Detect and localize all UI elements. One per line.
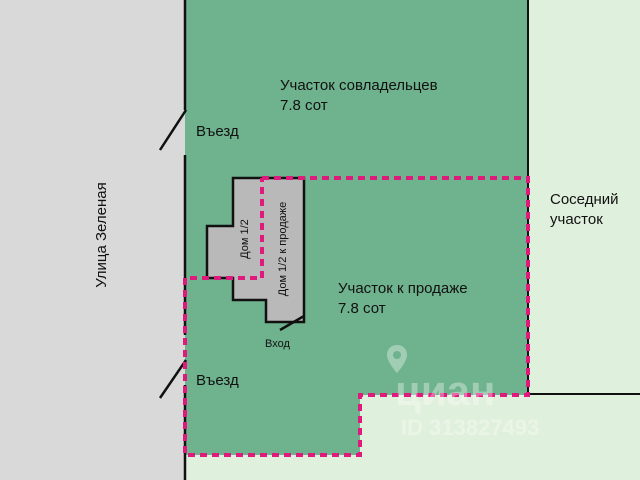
plots-area — [185, 0, 528, 455]
sale-plot-name: Участок к продаже — [338, 280, 468, 297]
watermark-id: ID 313827493 — [401, 415, 540, 440]
gate-bottom — [158, 359, 188, 399]
entrance-door — [279, 314, 305, 332]
neighbor-plot-label: Соседний участок — [550, 191, 619, 228]
entry-top-label: Въезд — [196, 123, 239, 140]
location-pin-icon — [387, 345, 407, 373]
sale-plot-area: 7.8 сот — [338, 300, 386, 317]
watermark-brand: циан — [395, 367, 496, 414]
watermark: циан ID 313827493 — [385, 345, 585, 445]
house-half-for-sale-label: Дом 1/2 к продаже — [277, 201, 289, 297]
street-area — [0, 0, 185, 480]
house-half-label: Дом 1/2 — [239, 219, 251, 259]
sale-plot-border — [183, 176, 530, 457]
co-owners-plot-name: Участок совладельцев — [280, 77, 438, 94]
entry-bottom-label: Въезд — [196, 372, 239, 389]
entrance-label: Вход — [265, 338, 290, 350]
gate-top — [158, 109, 188, 151]
street-label: Улица Зеленая — [93, 182, 110, 288]
house-shape — [205, 176, 306, 324]
co-owners-plot-area: 7.8 сот — [280, 97, 328, 114]
sale-plot-label: Участок к продаже 7.8 сот — [338, 279, 468, 319]
co-owners-plot-label: Участок совладельцев 7.8 сот — [280, 76, 438, 116]
